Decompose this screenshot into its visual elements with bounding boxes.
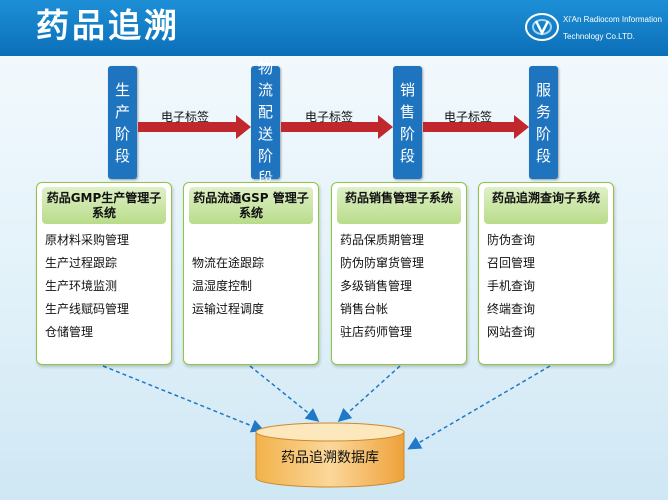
subsystem-card-gsp: 药品流通GSP 管理子系统 物流在途跟踪 温湿度控制 运输过程调度 [183, 182, 319, 365]
subsystem-item: 生产过程跟踪 [45, 256, 118, 270]
stage-char: 生 [114, 80, 130, 99]
company-name: Xi'An Radiocom Information Technology Co… [563, 11, 662, 45]
connector-gsp-to-db [249, 365, 320, 422]
stage-char: 配 [257, 102, 273, 121]
subsystem-item: 物流在途跟踪 [192, 256, 265, 270]
subsystem-item: 召回管理 [487, 256, 536, 270]
stage-char: 段 [114, 146, 130, 165]
connector-gmp-to-db [102, 365, 265, 433]
subsystem-item: 仓储管理 [45, 325, 94, 339]
subsystem-item: 运输过程调度 [192, 302, 265, 316]
database-cylinder [255, 422, 405, 488]
subsystem-item: 驻店药师管理 [340, 325, 413, 339]
connector-query-to-db [407, 365, 551, 450]
stage-char: 阶 [399, 124, 415, 143]
stage-production-label: 生产阶段 [108, 79, 137, 167]
subsystem-title: 药品流通GSP 管理子系统 [189, 187, 313, 224]
arrow-label-1: 电子标签 [161, 110, 210, 124]
stage-char: 物 [257, 58, 273, 77]
stage-sales-label: 销售阶段 [393, 79, 422, 167]
stage-char: 产 [114, 102, 130, 121]
stage-char: 服 [535, 80, 551, 99]
stage-char: 流 [257, 80, 273, 99]
stage-service: 服务阶段 [529, 66, 558, 179]
page-title: 药品追溯 [36, 6, 180, 45]
stage-char: 送 [257, 124, 273, 143]
company-logo [525, 13, 559, 41]
header-bar: 药品追溯 Xi'An Radiocom Information Technolo… [0, 0, 668, 56]
arrow-production-to-logistics [138, 115, 251, 139]
subsystem-card-query: 药品追溯查询子系统 防伪查询 召回管理 手机查询 终端查询 网站查询 [478, 182, 614, 365]
stage-char: 务 [535, 102, 551, 121]
subsystem-card-gmp: 药品GMP生产管理子系统 原材料采购管理 生产过程跟踪 生产环境监测 生产线赋码… [36, 182, 172, 365]
subsystem-item: 生产环境监测 [45, 279, 118, 293]
subsystem-item: 防伪防窜货管理 [340, 256, 425, 270]
stage-char: 段 [399, 146, 415, 165]
subsystem-title: 药品追溯查询子系统 [484, 187, 608, 224]
subsystem-card-sales: 药品销售管理子系统 药品保质期管理 防伪防窜货管理 多级销售管理 销售台帐 驻店… [331, 182, 467, 365]
stage-char: 阶 [257, 146, 273, 165]
subsystem-item: 手机查询 [487, 279, 536, 293]
stage-production: 生产阶段 [108, 66, 137, 179]
subsystem-item: 终端查询 [487, 302, 536, 316]
stage-char: 阶 [114, 124, 130, 143]
stage-logistics: 物流配送阶段 [251, 59, 280, 187]
connector-sales-to-db [337, 365, 401, 423]
subsystem-item: 药品保质期管理 [340, 233, 425, 247]
subsystem-item: 销售台帐 [340, 302, 389, 316]
stage-char: 销 [399, 80, 415, 99]
database-label: 药品追溯数据库 [281, 450, 379, 466]
subsystem-item: 网站查询 [487, 325, 536, 339]
subsystem-item: 生产线赋码管理 [45, 302, 130, 316]
subsystem-item: 温湿度控制 [192, 279, 253, 293]
arrow-sales-to-service [423, 115, 529, 139]
arrow-label-3: 电子标签 [444, 110, 493, 124]
stage-char: 段 [535, 146, 551, 165]
stage-char: 阶 [535, 124, 551, 143]
stage-sales: 销售阶段 [393, 66, 422, 179]
subsystem-item: 原材料采购管理 [45, 233, 130, 247]
stage-service-label: 服务阶段 [529, 79, 558, 167]
arrow-logistics-to-sales [281, 115, 393, 139]
arrow-label-2: 电子标签 [305, 110, 354, 124]
subsystem-title: 药品GMP生产管理子系统 [42, 187, 166, 224]
subsystem-item: 多级销售管理 [340, 279, 413, 293]
subsystem-title: 药品销售管理子系统 [337, 187, 461, 224]
company-name-line2: Technology Co.LTD. [563, 32, 635, 41]
stage-char: 售 [399, 102, 415, 121]
subsystem-item: 防伪查询 [487, 233, 536, 247]
stage-logistics-label: 物流配送阶段 [251, 57, 280, 189]
company-name-line1: Xi'An Radiocom Information [563, 15, 662, 24]
